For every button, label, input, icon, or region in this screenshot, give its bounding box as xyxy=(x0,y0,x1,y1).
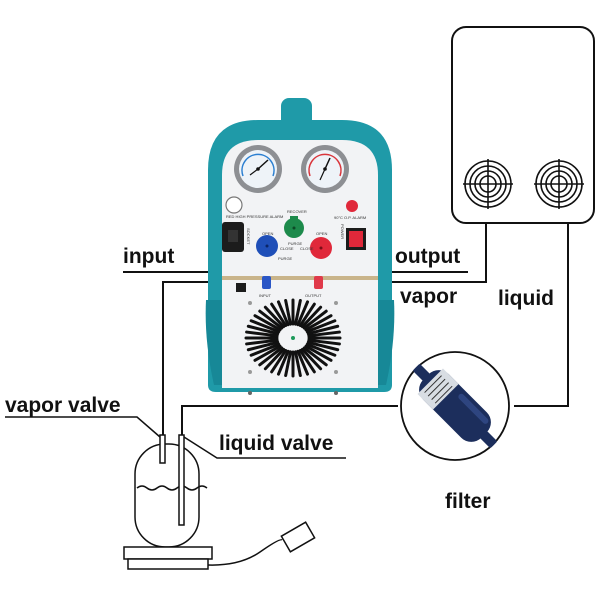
vapor-label: vapor xyxy=(400,285,458,308)
output-valve-knob[interactable]: OPEN CLOSE xyxy=(300,231,332,259)
high-pressure-gauge xyxy=(301,145,349,193)
recovery-machine: RED HIGH PRESSURE ALARM 90°C O.P. ALARM … xyxy=(205,98,395,395)
grille-slot xyxy=(270,348,288,374)
vapor-valve-leader xyxy=(5,416,161,438)
grille-slot xyxy=(306,324,340,336)
grille-slot xyxy=(249,319,281,334)
liquid-valve-tube[interactable] xyxy=(178,434,185,526)
filter-drier xyxy=(400,351,510,461)
grille-slot xyxy=(294,350,302,378)
liquid-return-line xyxy=(181,405,398,437)
grille-slot xyxy=(305,342,337,357)
grille-slot xyxy=(258,309,284,330)
refrigerant-tank xyxy=(123,434,316,570)
svg-text:CLOSE: CLOSE xyxy=(280,246,294,251)
grille-slot xyxy=(304,314,333,332)
liquid-valve-label: liquid valve xyxy=(219,432,334,455)
fan-grille xyxy=(244,298,342,378)
grille-slot xyxy=(263,347,286,371)
grille-slot xyxy=(305,319,337,334)
grille-slot xyxy=(302,309,328,330)
grille-slot xyxy=(276,349,290,376)
liquid-valve-leader xyxy=(183,436,346,459)
svg-text:RECOVER: RECOVER xyxy=(287,209,307,214)
svg-text:PURGE: PURGE xyxy=(288,241,303,246)
scale-cable xyxy=(207,539,283,566)
grille-slot xyxy=(246,340,280,352)
grille-slot xyxy=(253,314,282,332)
fan-icon xyxy=(463,159,513,209)
grille-slot xyxy=(253,344,282,362)
socket-label: SOCKET xyxy=(246,228,251,245)
grille-slot xyxy=(307,330,341,338)
grille-slot xyxy=(304,344,333,362)
high-pressure-alarm-label: RED HIGH PRESSURE ALARM xyxy=(226,214,283,219)
output-port[interactable] xyxy=(314,276,323,289)
liquid-line xyxy=(514,222,569,407)
recover-purge-knob[interactable]: RECOVER PURGE xyxy=(284,209,307,246)
grille-slot xyxy=(302,346,328,367)
liquid-level xyxy=(136,485,208,491)
scale-platform xyxy=(123,546,213,560)
input-valve-knob[interactable]: OPEN CLOSE PURGE xyxy=(256,231,294,261)
grille-slot xyxy=(284,350,292,378)
svg-text:CLOSE: CLOSE xyxy=(300,246,314,251)
grille-slot xyxy=(298,302,316,328)
vapor-valve-tube[interactable] xyxy=(159,434,166,464)
grille-slot xyxy=(300,347,323,371)
output-port-label: OUTPUT xyxy=(305,293,322,298)
grille-slot xyxy=(245,330,279,338)
scale-display xyxy=(280,521,316,553)
low-pressure-gauge xyxy=(234,145,282,193)
svg-text:OPEN: OPEN xyxy=(262,231,273,236)
grille-slot xyxy=(245,338,279,346)
vapor-valve-label: vapor valve xyxy=(5,394,121,417)
condenser-unit xyxy=(451,26,595,224)
grille-slot xyxy=(258,346,284,367)
grille-slot xyxy=(246,324,280,336)
input-port[interactable] xyxy=(262,276,271,289)
filter-label: filter xyxy=(445,490,491,513)
power-label: POWER xyxy=(340,224,345,239)
overload-alarm-label: 90°C O.P. ALARM xyxy=(334,215,366,220)
svg-text:OPEN: OPEN xyxy=(316,231,327,236)
grille-slot xyxy=(284,298,292,326)
input-label: input xyxy=(123,245,175,268)
input-port-label: INPUT xyxy=(259,293,272,298)
grille-slot xyxy=(263,305,286,329)
grille-slot xyxy=(296,349,310,376)
reset-button[interactable] xyxy=(225,196,243,214)
grille-slot xyxy=(270,302,288,328)
grille-slot xyxy=(307,338,341,346)
liquid-label: liquid xyxy=(498,287,554,310)
tank-body xyxy=(134,443,200,548)
grille-slot xyxy=(276,300,290,327)
grille-slot xyxy=(306,340,340,352)
grille-slot xyxy=(296,300,310,327)
grille-slot xyxy=(298,348,316,374)
fan-icon xyxy=(534,159,584,209)
output-label: output xyxy=(395,245,461,268)
grille-slot xyxy=(249,342,281,357)
svg-text:PURGE: PURGE xyxy=(278,256,293,261)
aux-connector xyxy=(236,283,246,292)
grille-slot xyxy=(294,298,302,326)
filter-drier-image xyxy=(413,364,497,448)
scale-base xyxy=(127,558,209,570)
grille-slot xyxy=(300,305,323,329)
alarm-lamp xyxy=(346,200,358,212)
